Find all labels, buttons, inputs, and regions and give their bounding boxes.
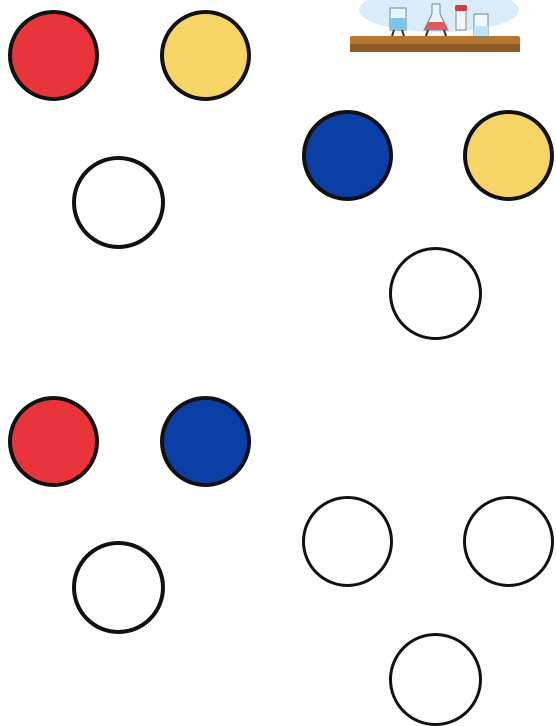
empty-circle[interactable] (72, 156, 165, 249)
blue-circle (160, 396, 251, 487)
empty-circle[interactable] (389, 247, 482, 340)
blue-circle (302, 110, 393, 201)
empty-circle[interactable] (72, 541, 165, 634)
yellow-circle (463, 110, 554, 201)
science-lab-table-icon (344, 0, 526, 56)
empty-circle[interactable] (302, 496, 393, 587)
red-circle (8, 10, 99, 101)
empty-circle[interactable] (463, 496, 554, 587)
yellow-circle (160, 10, 251, 101)
red-circle (8, 396, 99, 487)
empty-circle[interactable] (389, 633, 482, 726)
